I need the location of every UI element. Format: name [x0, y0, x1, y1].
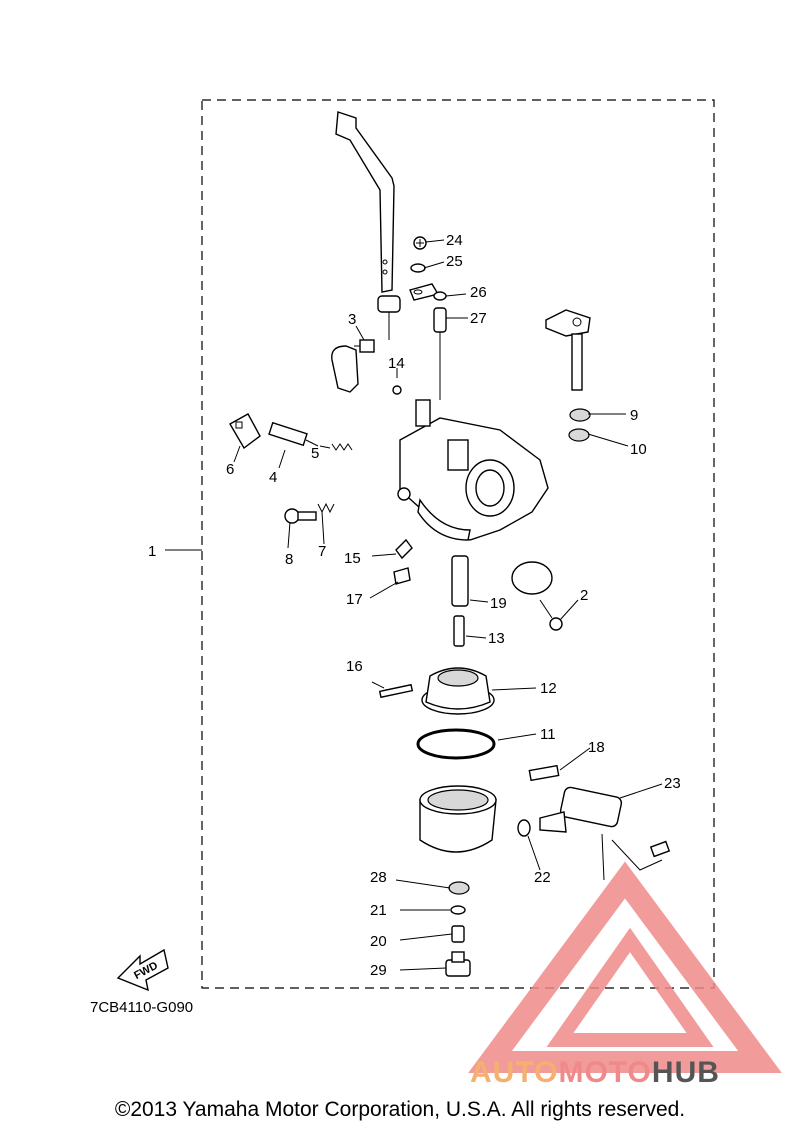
float-bowl — [419, 785, 497, 853]
callout-21: 21 — [370, 902, 387, 919]
callout-13: 13 — [488, 630, 505, 647]
oring-14 — [392, 385, 402, 395]
clip-17 — [393, 567, 411, 585]
callout-9: 9 — [630, 407, 638, 424]
callout-28: 28 — [370, 869, 387, 886]
callout-26: 26 — [470, 284, 487, 301]
callout-14: 14 — [388, 355, 405, 372]
leader-lines — [165, 239, 663, 971]
solenoid-23 — [539, 786, 671, 881]
callout-7: 7 — [318, 543, 326, 560]
callout-20: 20 — [370, 933, 387, 950]
cap-6 — [229, 413, 261, 450]
washer-22 — [517, 819, 531, 837]
callout-10: 10 — [630, 441, 647, 458]
spring-5 — [331, 443, 353, 451]
oring-26 — [433, 291, 447, 301]
callout-2: 2 — [580, 587, 588, 604]
callout-6: 6 — [226, 461, 234, 478]
gasket-28 — [448, 881, 470, 895]
washer-9 — [569, 408, 591, 422]
emulsion-tube-19 — [451, 555, 469, 607]
choke-shaft — [545, 309, 591, 391]
callout-labels: 1 2 3 4 5 6 7 8 9 10 11 12 13 14 15 16 1… — [148, 232, 681, 979]
spring-7 — [317, 502, 335, 514]
cover-plate — [331, 345, 359, 393]
diaphragm-cap — [511, 561, 553, 595]
throttle-link-rod — [335, 111, 395, 293]
callout-19: 19 — [490, 595, 507, 612]
copyright-notice: ©2013 Yamaha Motor Corporation, U.S.A. A… — [114, 1098, 686, 1121]
callout-22: 22 — [534, 869, 551, 886]
float-12 — [421, 667, 495, 715]
logo-hub: HUB — [651, 1056, 720, 1089]
automotohub-logo-text: AUTOMOTOHUB — [470, 1056, 720, 1090]
callout-5: 5 — [311, 445, 319, 462]
callout-27: 27 — [470, 310, 487, 327]
callout-17: 17 — [346, 591, 363, 608]
jet-15 — [395, 538, 413, 560]
callout-12: 12 — [540, 680, 557, 697]
diagram-code: 7CB4110-G090 — [90, 999, 193, 1016]
callout-18: 18 — [588, 739, 605, 756]
jet-20 — [451, 925, 465, 943]
drain-bolt-29 — [445, 951, 471, 977]
callout-25: 25 — [446, 253, 463, 270]
callout-16: 16 — [346, 658, 363, 675]
washer-25 — [410, 263, 426, 273]
callout-1: 1 — [148, 543, 156, 560]
callout-3: 3 — [348, 311, 356, 328]
valve-27 — [433, 307, 447, 400]
callout-8: 8 — [285, 551, 293, 568]
callout-4: 4 — [269, 469, 277, 486]
screw-8 — [284, 508, 317, 524]
gasket-11 — [416, 728, 496, 760]
washer-10 — [568, 428, 590, 442]
automotohub-logo-mark — [468, 861, 782, 1073]
logo-auto: AUTO — [470, 1056, 559, 1089]
float-pin-16 — [378, 683, 414, 699]
main-jet-13 — [453, 615, 465, 647]
pilot-screw-4 — [268, 421, 319, 447]
fwd-arrow-icon: FWD — [116, 948, 169, 992]
oring-21 — [450, 905, 466, 915]
screw-18 — [528, 764, 560, 782]
callout-11: 11 — [540, 726, 556, 743]
callout-15: 15 — [344, 550, 361, 567]
logo-moto: MOTO — [558, 1056, 652, 1089]
screw-2 — [539, 599, 563, 631]
callout-23: 23 — [664, 775, 681, 792]
screw-24 — [413, 236, 427, 250]
callout-29: 29 — [370, 962, 387, 979]
cap-screw — [377, 295, 401, 340]
assembly-boundary — [201, 99, 715, 989]
callout-24: 24 — [446, 232, 463, 249]
carburetor-body — [397, 399, 549, 541]
screw-3 — [354, 339, 375, 353]
